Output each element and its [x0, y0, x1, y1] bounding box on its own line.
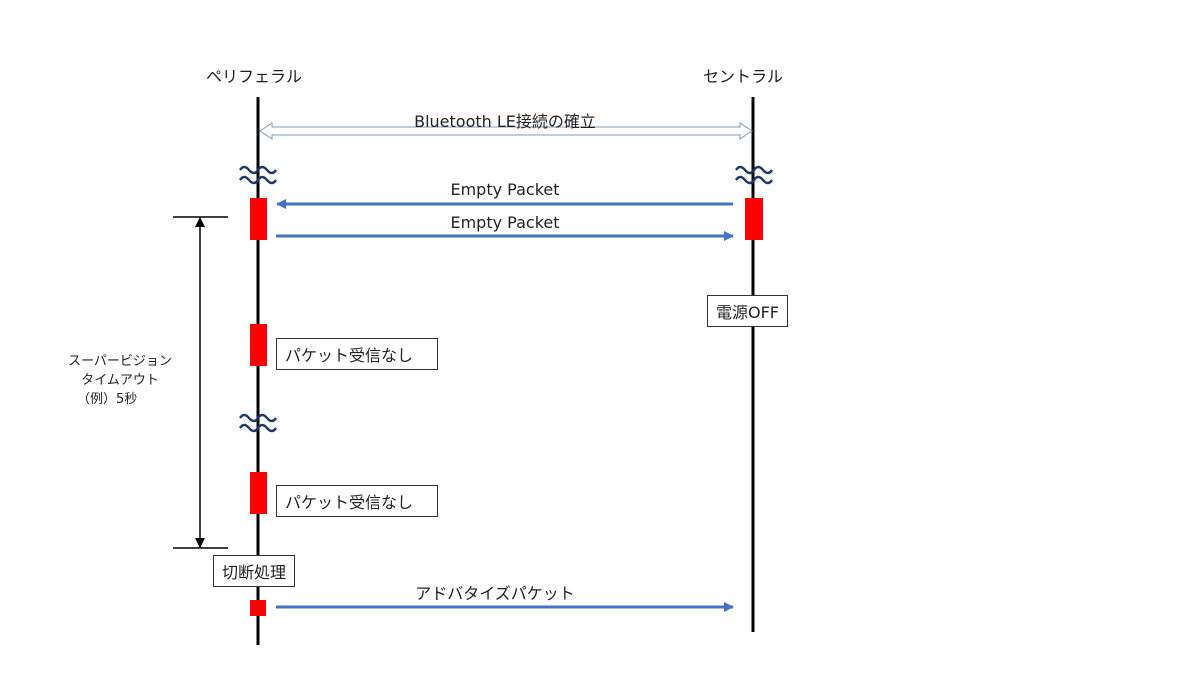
activation-peripheral-4 — [250, 600, 266, 616]
wave-icon — [238, 413, 278, 433]
note-no-packet-1: パケット受信なし — [276, 338, 438, 370]
timeout-label-line3: （例）5秒 — [77, 392, 138, 407]
wave-icon — [238, 165, 278, 185]
connection-double-arrow — [259, 122, 753, 140]
timeout-label: スーパービジョン タイムアウト （例）5秒 — [55, 352, 185, 409]
message-label-empty-packet-1: Empty Packet — [450, 180, 560, 199]
timeout-label-line1: スーパービジョン — [68, 354, 172, 369]
note-power-off: 電源OFF — [707, 295, 789, 327]
activation-central-1 — [745, 198, 763, 240]
note-no-packet-2: パケット受信なし — [276, 485, 438, 517]
note-disconnect: 切断処理 — [213, 555, 296, 587]
activation-peripheral-1 — [250, 198, 267, 240]
activation-peripheral-3 — [250, 472, 267, 514]
timeout-bracket — [173, 216, 228, 549]
activation-peripheral-2 — [250, 324, 267, 366]
message-label-advertising: アドバタイズパケット — [415, 584, 575, 603]
lifeline-title-central: セントラル — [703, 67, 784, 86]
wave-icon — [734, 165, 774, 185]
timeout-label-line2: タイムアウト — [81, 373, 159, 388]
message-label-empty-packet-2: Empty Packet — [450, 213, 560, 232]
message-label-connection: Bluetooth LE接続の確立 — [414, 112, 596, 131]
lifeline-title-peripheral: ペリフェラル — [206, 67, 303, 86]
